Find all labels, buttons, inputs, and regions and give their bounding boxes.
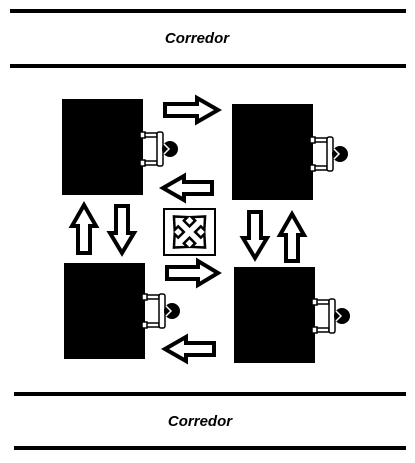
arrow-left-down <box>106 204 138 257</box>
arrow-bottom-left <box>160 333 216 365</box>
person-bottom-left <box>141 293 180 329</box>
person-top-right <box>309 136 348 172</box>
corridor-top-label: Corredor <box>165 30 230 47</box>
arrow-right-down <box>239 210 271 262</box>
desk-top-right <box>232 104 313 200</box>
person-top-left <box>139 131 178 167</box>
desk-top-left <box>62 99 143 195</box>
arrow-top-right <box>163 94 223 126</box>
corridor-top-lower-line <box>10 64 406 68</box>
arrow-lower-right <box>165 257 222 289</box>
person-bottom-right <box>311 298 350 334</box>
desk-bottom-right <box>234 267 315 363</box>
arrow-mid-left <box>158 172 214 204</box>
corridor-top-upper-line <box>10 9 406 13</box>
corridor-bottom-label: Corredor <box>168 413 233 430</box>
four-way-move-icon <box>163 208 216 256</box>
corridor-top: Corredor <box>10 9 406 68</box>
arrow-right-up <box>276 209 308 263</box>
arrow-left-up <box>68 200 100 255</box>
corridor-bottom-lower-line <box>14 446 406 450</box>
corridor-bottom-upper-line <box>14 392 406 396</box>
desk-bottom-left <box>64 263 145 359</box>
corridor-bottom: Corredor <box>14 392 406 450</box>
